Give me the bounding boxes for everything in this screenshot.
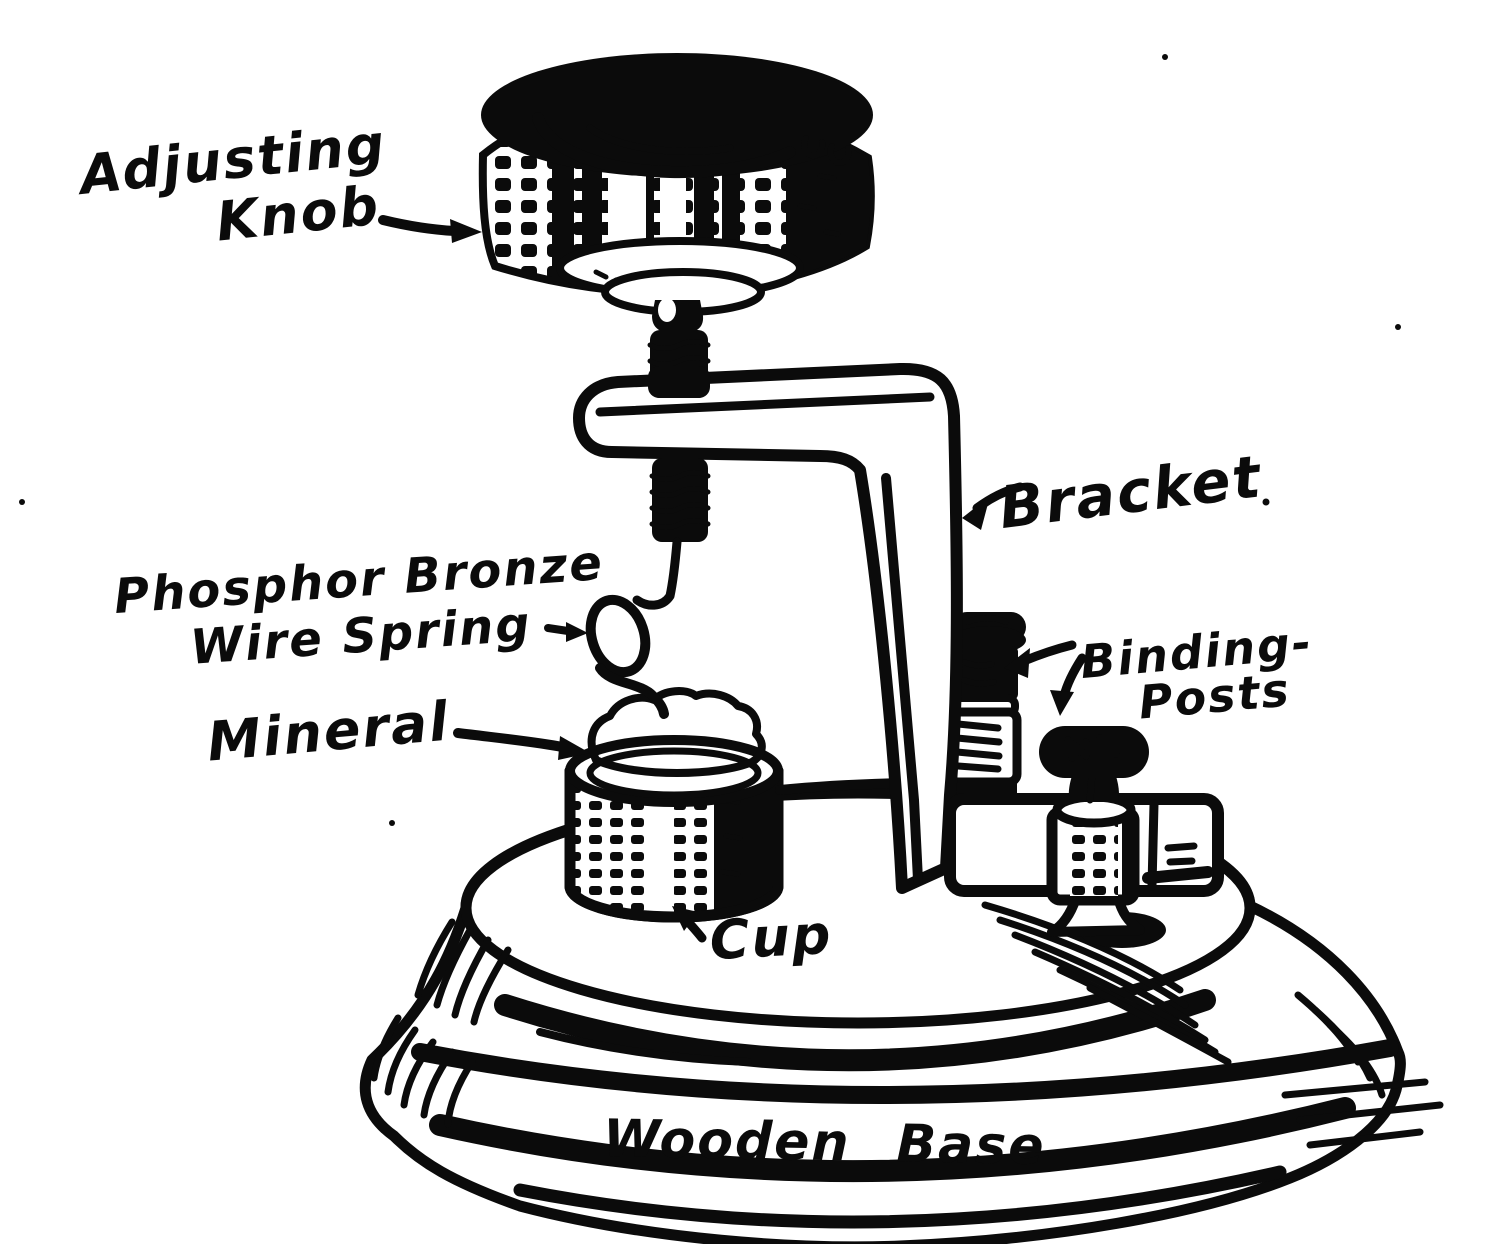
knob-top-highlights — [532, 112, 852, 179]
adjusting-knob-arrow-icon — [378, 215, 482, 243]
bracket-arrow-icon — [962, 482, 1025, 530]
mineral-arrow-icon — [453, 728, 590, 760]
cup-arrow-icon — [672, 906, 707, 943]
spring-coil — [585, 594, 651, 678]
knob-top-face — [481, 53, 873, 177]
shaft-boss-on-arm — [648, 366, 710, 398]
label-wooden-base: Wooden Base — [603, 1109, 1047, 1177]
annotations: Adjusting Knob Bracket Phosphor Bronze W… — [73, 112, 1315, 972]
spring-wire-lower — [595, 663, 669, 719]
binding-posts-arrow-down-icon — [1050, 653, 1087, 716]
cup — [564, 687, 784, 923]
post-body-knurl — [1070, 816, 1118, 896]
post-thumb-nut — [1039, 726, 1149, 778]
binding-post-left — [945, 612, 1026, 801]
mineral-lump — [587, 687, 766, 777]
label-bracket: Bracket — [995, 442, 1265, 542]
spring-arrow-icon — [544, 622, 588, 642]
strip-end-ticks — [1164, 842, 1198, 866]
cup-body-outline — [564, 765, 784, 923]
adjusting-knob — [478, 53, 875, 398]
base-front-hatch — [536, 1028, 752, 1066]
base-groove-arcs — [411, 989, 1399, 1229]
label-posts: Posts — [1137, 663, 1293, 730]
spring-wire-upper — [632, 537, 682, 610]
strip-shading — [1142, 866, 1214, 884]
bracket-post-inner-line — [881, 473, 923, 885]
label-cup: Cup — [708, 903, 834, 972]
knob-stem-highlight — [658, 298, 676, 322]
bracket — [573, 362, 963, 894]
post-foot — [1047, 893, 1145, 937]
label-mineral: Mineral — [205, 690, 452, 774]
binding-post-right — [1039, 726, 1166, 948]
bracket-arm-facet-line — [595, 392, 935, 417]
paper-specks — [19, 54, 1401, 826]
phosphor-bronze-wire-spring — [585, 458, 711, 719]
binding-posts-arrow-left-icon — [1004, 640, 1077, 678]
base-hatching-right — [981, 901, 1444, 1149]
base-hatching-left — [370, 918, 512, 1128]
cup-rim-inner — [586, 747, 762, 799]
